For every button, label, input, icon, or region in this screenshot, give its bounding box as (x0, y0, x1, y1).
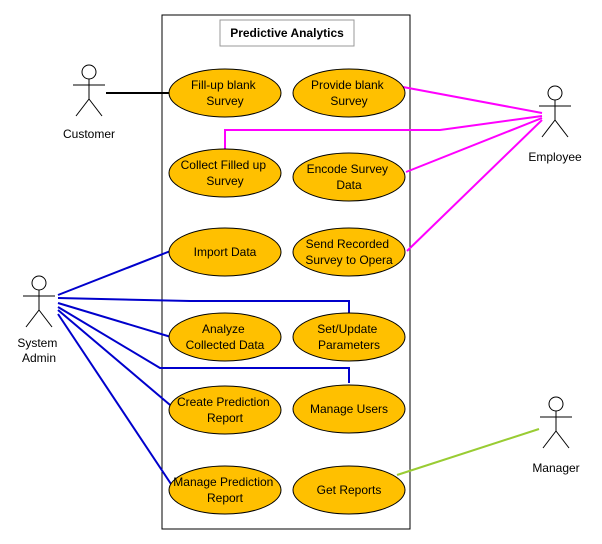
use-case-label: Analyze Collected Data (186, 322, 265, 352)
system-title-box (219, 19, 355, 47)
use-case-provide[interactable]: Provide blank Survey (292, 68, 406, 118)
use-case-encode[interactable]: Encode Survey Data (292, 152, 406, 202)
use-case-label: Manage Users (310, 402, 388, 416)
association-sysadmin-managereport (57, 313, 176, 491)
use-case-fillup[interactable]: Fill-up blank Survey (168, 68, 282, 118)
associations (57, 86, 543, 491)
association-sysadmin-manageusers (57, 306, 350, 383)
use-case-label: Collect Filled up Survey (181, 158, 270, 188)
actor-employee[interactable]: Employee (528, 85, 582, 164)
use-case-collect[interactable]: Collect Filled up Survey (168, 148, 282, 198)
association-sysadmin-setparams (57, 297, 350, 313)
association-employee-provide (402, 86, 543, 114)
use-case-label: Set/Update Parameters (317, 322, 380, 352)
association-employee-collect (224, 115, 543, 149)
association-sysadmin-import (57, 249, 174, 296)
association-manager-getreports (396, 428, 540, 476)
use-case-label: Send Recorded Survey to Opera (305, 237, 393, 267)
actor-label: Employee (528, 150, 582, 164)
use-case-createreport[interactable]: Create Prediction Report (168, 385, 282, 435)
use-case-label: Encode Survey Data (307, 162, 392, 192)
use-case-label: Create Prediction Report (177, 395, 273, 425)
use-case-label: Manage Prediction Report (173, 475, 276, 505)
use-case-managereport[interactable]: Manage Prediction Report (168, 465, 282, 515)
use-case-import[interactable]: Import Data (168, 227, 282, 277)
actor-system-admin[interactable]: System Admin (17, 275, 60, 365)
use-case-label: Import Data (194, 245, 257, 259)
association-employee-encode (405, 117, 543, 173)
actor-manager[interactable]: Manager (532, 396, 580, 475)
use-case-setparams[interactable]: Set/Update Parameters (292, 312, 406, 362)
system-title: Predictive Analytics (230, 26, 344, 40)
use-case-manageusers[interactable]: Manage Users (292, 384, 406, 434)
association-sysadmin-createreport (57, 309, 177, 411)
association-sysadmin-analyze (57, 302, 172, 338)
stick-figure-icon (539, 85, 571, 138)
stick-figure-icon (23, 275, 55, 328)
use-case-analyze[interactable]: Analyze Collected Data (168, 312, 282, 362)
stick-figure-icon (73, 64, 105, 117)
stick-figure-icon (540, 396, 572, 449)
actor-label: Manager (532, 461, 579, 475)
actor-label: System Admin (17, 336, 60, 365)
use-case-getreports[interactable]: Get Reports (292, 465, 406, 515)
use-case-label: Fill-up blank Survey (191, 78, 259, 108)
actor-customer[interactable]: Customer (63, 64, 115, 141)
use-case-label: Get Reports (317, 483, 382, 497)
actor-label: Customer (63, 127, 115, 141)
association-employee-send (406, 119, 543, 252)
use-case-label: Provide blank Survey (311, 78, 387, 108)
use-case-send[interactable]: Send Recorded Survey to Opera (292, 227, 406, 277)
